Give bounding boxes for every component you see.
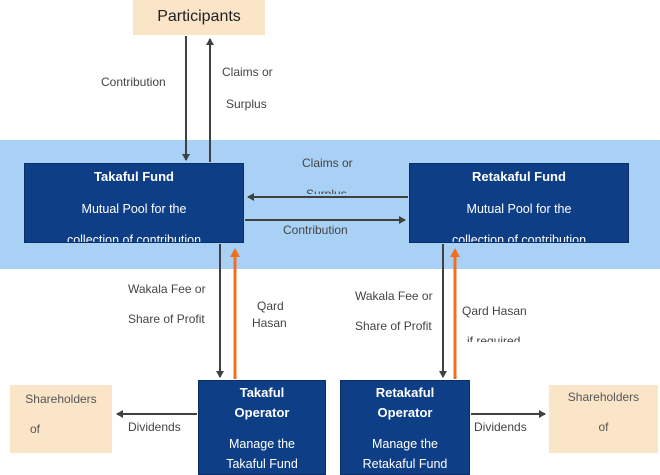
retakaful-operator-line2: Retakaful Fund xyxy=(362,457,448,471)
takaful-operator-line1: Manage the xyxy=(228,437,296,451)
claims-or-label-top: Claims or xyxy=(222,65,273,79)
share-of-profit-label-left: Share of Profit xyxy=(128,312,205,326)
takaful-operator-title1: Takaful xyxy=(239,385,285,400)
retakaful-operator-box: Retakaful Operator Manage the Retakaful … xyxy=(340,380,470,475)
retakaful-fund-line2: collection of contribution xyxy=(451,233,587,243)
surplus-label: Surplus xyxy=(226,97,267,111)
retakaful-fund-line1: Mutual Pool for the xyxy=(466,202,572,216)
if-required-label-clipped: if required xyxy=(467,334,521,342)
participants-label: Participants xyxy=(157,8,241,25)
surplus-label-mid-clipped: Surplus xyxy=(306,187,347,194)
retakaful-operator-title2: Operator xyxy=(377,405,433,420)
wakala-fee-label-right: Wakala Fee or xyxy=(355,289,433,303)
contribution-top-label: Contribution xyxy=(101,75,166,89)
takaful-fund-line1: Mutual Pool for the xyxy=(81,202,187,216)
retakaful-fund-box: Retakaful Fund Mutual Pool for the colle… xyxy=(409,163,629,243)
takaful-fund-title: Takaful Fund xyxy=(94,169,174,184)
shareholders-right-line2: of xyxy=(598,420,609,434)
retakaful-operator-title1: Retakaful xyxy=(375,385,435,400)
qard-label-left: Qard xyxy=(257,299,284,313)
takaful-operator-line2: Takaful Fund xyxy=(226,457,298,471)
retakaful-operator-line1: Manage the xyxy=(371,437,439,451)
dividends-label-right: Dividends xyxy=(474,420,527,434)
takaful-operator-box: Takaful Operator Manage the Takaful Fund xyxy=(198,380,326,475)
takaful-operator-title2: Operator xyxy=(234,405,290,420)
takaful-fund-line2: collection of contribution xyxy=(66,233,202,243)
qard-hasan-label-right: Qard Hasan xyxy=(462,304,527,318)
takaful-fund-box: Takaful Fund Mutual Pool for the collect… xyxy=(24,163,244,243)
participants-box: Participants xyxy=(133,0,265,35)
contribution-mid-label: Contribution xyxy=(283,223,348,237)
shareholders-left-line1: Shareholders xyxy=(25,392,97,406)
shareholders-right-line1: Shareholders xyxy=(567,390,640,404)
hasan-label-left: Hasan xyxy=(252,316,287,330)
shareholders-left-line2: of xyxy=(29,422,40,436)
claims-or-label-mid: Claims or xyxy=(302,156,353,170)
share-of-profit-label-right: Share of Profit xyxy=(355,319,432,333)
wakala-fee-label-left: Wakala Fee or xyxy=(128,282,206,296)
shareholders-right-box: Shareholders of xyxy=(549,385,658,453)
shareholders-left-box: Shareholders of xyxy=(10,385,112,453)
dividends-label-left: Dividends xyxy=(128,420,181,434)
retakaful-fund-title: Retakaful Fund xyxy=(472,169,566,184)
